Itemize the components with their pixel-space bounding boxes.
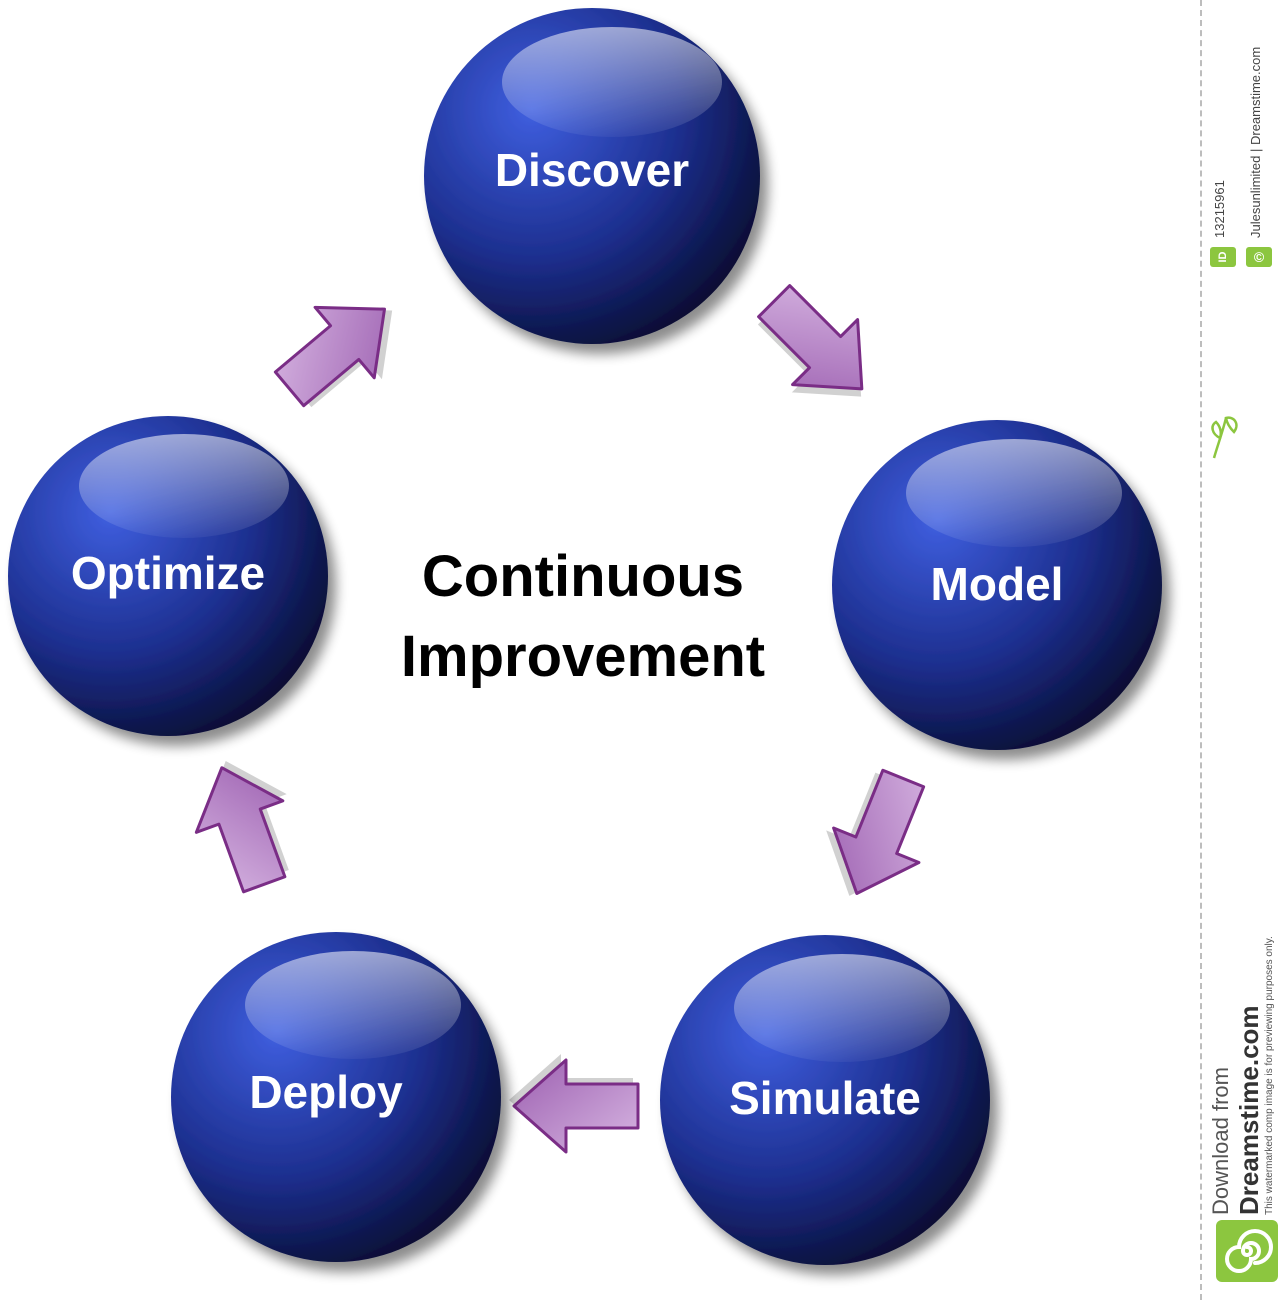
node-label-simulate: Simulate bbox=[729, 1072, 921, 1124]
arrow-model-to-simulate bbox=[826, 768, 926, 896]
site-name: Dreamstime.com bbox=[1234, 1005, 1264, 1215]
arrow-simulate-to-deploy bbox=[509, 1054, 640, 1154]
cycle-arrows bbox=[194, 284, 926, 1154]
continuous-improvement-diagram: Discover Model Simulate Deploy Optimize … bbox=[8, 8, 1162, 1265]
dreamstime-spiral-logo bbox=[1216, 1220, 1278, 1282]
node-simulate: Simulate bbox=[660, 935, 990, 1265]
arrow-deploy-to-optimize bbox=[194, 760, 289, 894]
preview-disclaimer: This watermarked comp image is for previ… bbox=[1264, 936, 1275, 1215]
leaf-icon bbox=[1211, 416, 1238, 459]
author-credit: Julesunlimited | Dreamstime.com bbox=[1248, 46, 1263, 238]
node-discover: Discover bbox=[424, 8, 760, 344]
arrow-discover-to-model bbox=[757, 284, 864, 397]
id-badge-text: ID bbox=[1217, 251, 1229, 263]
image-id-number: 13215961 bbox=[1212, 180, 1227, 238]
node-label-optimize: Optimize bbox=[71, 547, 265, 599]
node-label-model: Model bbox=[931, 558, 1064, 610]
node-model: Model bbox=[832, 420, 1162, 750]
copyright-symbol: © bbox=[1253, 249, 1265, 265]
node-label-deploy: Deploy bbox=[249, 1066, 403, 1118]
id-badge: ID bbox=[1210, 247, 1236, 267]
download-from-text: Download from bbox=[1208, 1067, 1233, 1215]
node-optimize: Optimize bbox=[8, 416, 328, 736]
node-deploy: Deploy bbox=[171, 932, 501, 1262]
arrow-optimize-to-discover bbox=[273, 305, 393, 408]
node-label-discover: Discover bbox=[495, 144, 689, 196]
stock-watermark-strip: ID 13215961 © Julesunlimited | Dreamstim… bbox=[1200, 0, 1288, 1300]
center-title-line-1: Continuous bbox=[422, 544, 744, 609]
center-title-line-2: Improvement bbox=[401, 624, 765, 689]
copyright-badge: © bbox=[1246, 247, 1272, 267]
